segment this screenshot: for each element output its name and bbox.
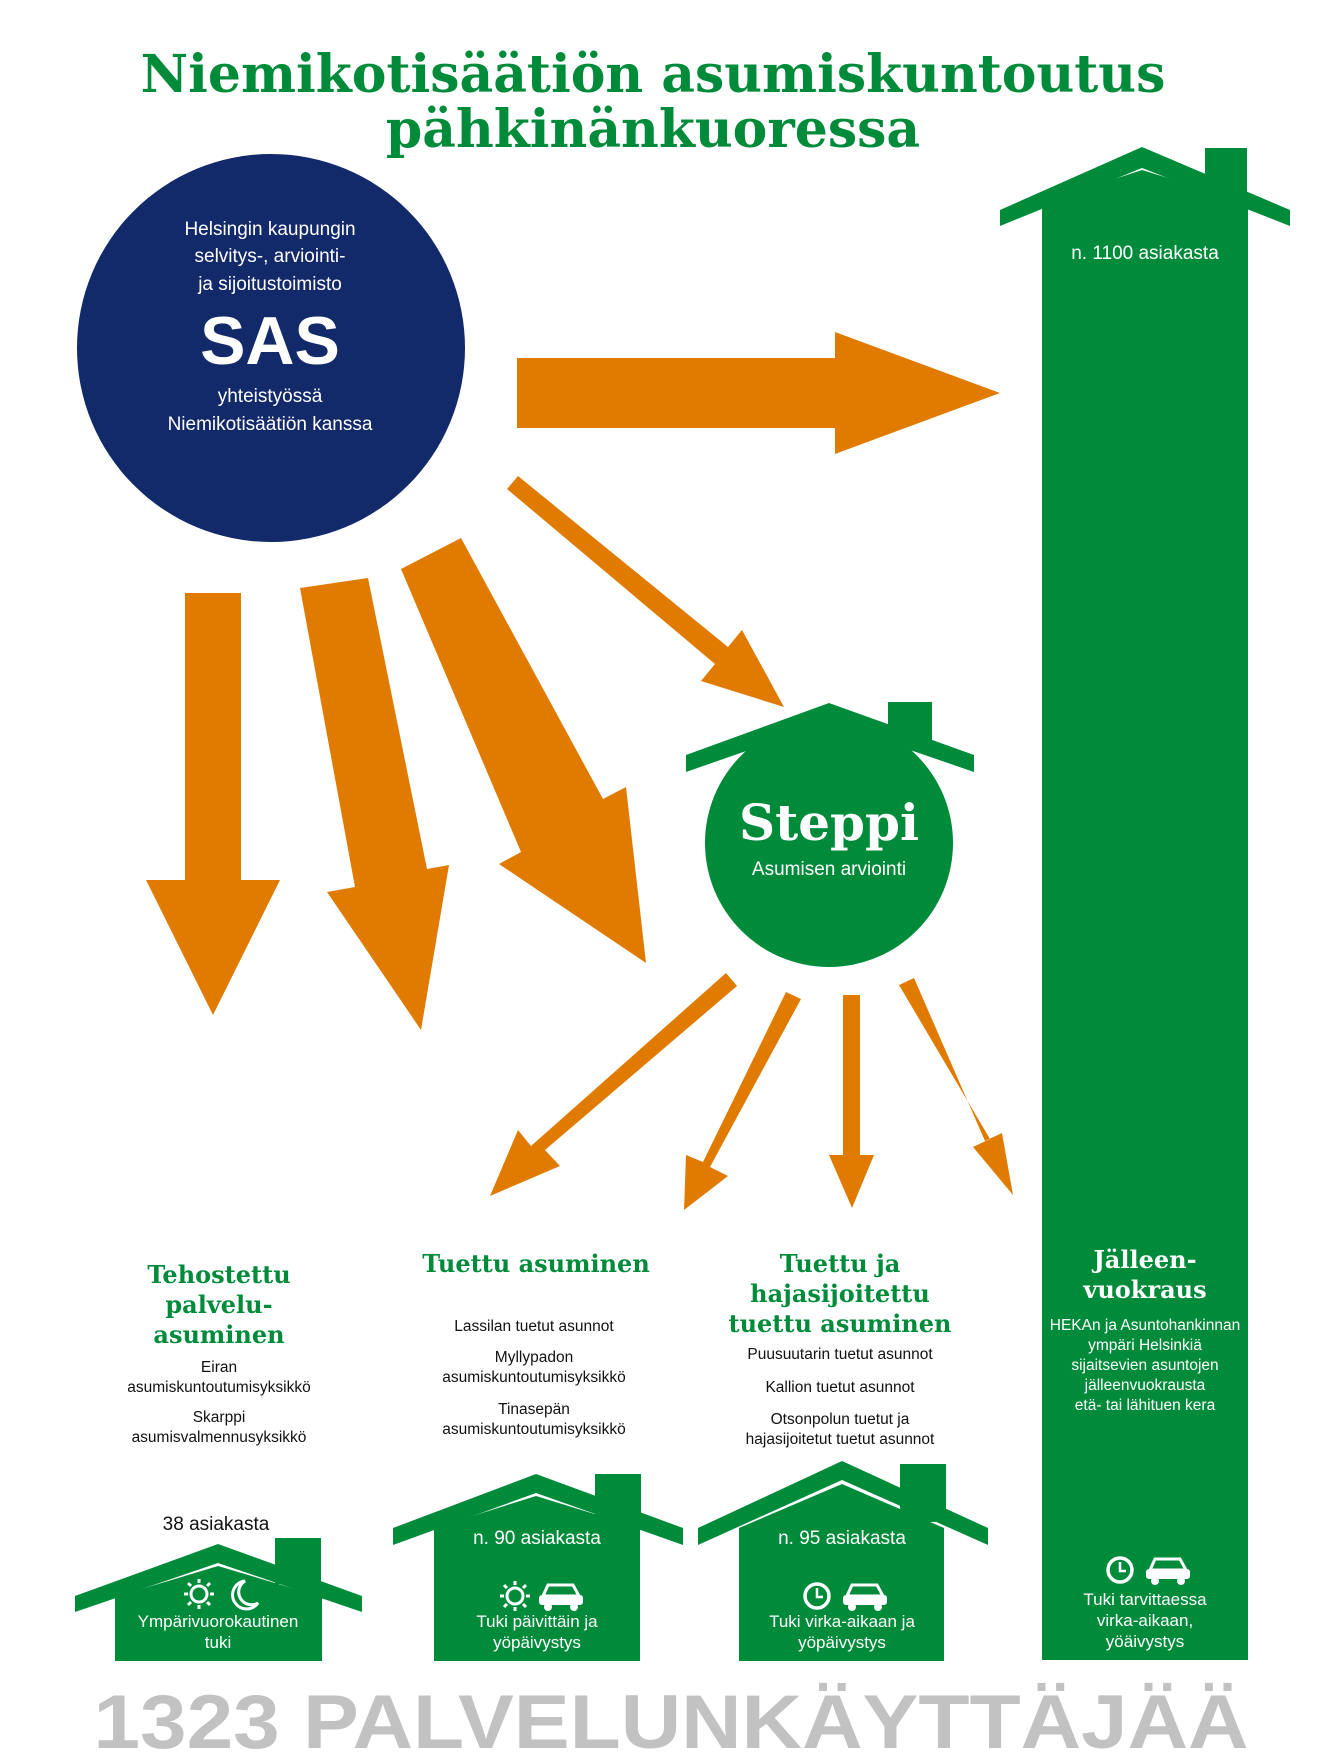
clock-icon	[803, 1582, 831, 1610]
hajasijoitettu-unit-3a: Otsonpolun tuetut ja	[771, 1411, 910, 1428]
jalleenvuokraus-title-1: Jälleen-	[1091, 1245, 1196, 1274]
arrow-sas-to-steppi	[507, 476, 784, 707]
tehostettu-unit-1b: asumiskuntoutumisyksikkö	[127, 1379, 310, 1396]
tehostettu-support-1: Ympärivuorokautinen	[138, 1612, 299, 1631]
sas-line-5: Niemikotisäätiön kanssa	[168, 414, 373, 435]
sas-line-3: ja sijoitustoimisto	[197, 274, 342, 295]
hajasijoitettu-roof	[698, 1461, 988, 1545]
tuettu-support-2: yöpäivystys	[493, 1633, 581, 1652]
tuettu-unit-2a: Myllypadon	[495, 1349, 573, 1366]
jalleenvuokraus-desc-2: ympäri Helsinkiä	[1088, 1337, 1202, 1354]
tehostettu-title-3: asuminen	[153, 1320, 284, 1349]
tuettu-house-body	[434, 1496, 640, 1661]
tehostettu-unit-2b: asumisvalmennusyksikkö	[132, 1429, 307, 1446]
title-line-2: pähkinänkuoressa	[386, 99, 920, 160]
hajasijoitettu-unit-3b: hajasijoitetut tuetut asunnot	[746, 1431, 935, 1448]
tall-roof	[1000, 147, 1290, 226]
clock-icon	[1106, 1556, 1134, 1584]
arrow-sas-to-tuettu	[300, 578, 449, 1030]
steppi-arrows	[490, 973, 1013, 1210]
jalleenvuokraus-desc-4: jälleenvuokrausta	[1084, 1377, 1206, 1394]
jalleenvuokraus-title-2: vuokraus	[1082, 1275, 1206, 1304]
total-users: 1323 PALVELUNKÄYTTÄJÄÄ	[94, 1680, 1249, 1760]
jalleenvuokraus-desc-3: sijaitsevien asuntojen	[1071, 1357, 1218, 1374]
sas-line-4: yhteistyössä	[218, 386, 323, 407]
tehostettu-title-2: palvelu-	[165, 1290, 272, 1319]
car-icon	[1146, 1557, 1190, 1585]
sas-arrows	[146, 332, 1000, 1030]
hajasijoitettu-title-2: hajasijoitettu	[750, 1279, 930, 1308]
tehostettu-support-2: tuki	[205, 1633, 231, 1652]
jalleenvuokraus-building: n. 1100 asiakasta Jälleen- vuokraus HEKA…	[1000, 147, 1290, 1660]
jalleenvuokraus-support-3: yöäivystys	[1106, 1632, 1184, 1651]
jalleenvuokraus-desc-5: etä- tai lähituen kera	[1075, 1397, 1216, 1414]
hajasijoitettu-count: n. 95 asiakasta	[778, 1528, 906, 1549]
tuettu-unit-1: Lassilan tuetut asunnot	[454, 1318, 614, 1335]
arrow-sas-to-tuettu-hajasijoitettu	[401, 538, 646, 963]
tehostettu-house-body	[115, 1566, 322, 1661]
hajasijoitettu-unit-2: Kallion tuetut asunnot	[765, 1379, 915, 1396]
hajasijoitettu-support-1: Tuki virka-aikaan ja	[769, 1612, 915, 1631]
tuettu-unit-3a: Tinasepän	[498, 1401, 570, 1418]
tehostettu-count: 38 asiakasta	[163, 1514, 270, 1535]
jalleenvuokraus-support-1: Tuki tarvittaessa	[1083, 1590, 1207, 1609]
tuettu-unit-2b: asumiskuntoutumisyksikkö	[442, 1369, 625, 1386]
car-icon	[539, 1583, 583, 1611]
steppi-name: Steppi	[739, 793, 919, 852]
column-tehostettu: Tehostettu palvelu- asuminen Eiran asumi…	[75, 1260, 362, 1661]
tuettu-title: Tuettu asuminen	[422, 1249, 650, 1278]
column-hajasijoitettu: Tuettu ja hajasijoitettu tuettu asuminen…	[698, 1249, 988, 1661]
sas-line-2: selvitys-, arviointi-	[195, 246, 346, 267]
tehostettu-roof	[75, 1544, 362, 1612]
tehostettu-title-1: Tehostettu	[147, 1260, 290, 1289]
tuettu-support-1: Tuki päivittäin ja	[476, 1612, 598, 1631]
steppi-house: Steppi Asumisen arviointi	[686, 702, 974, 967]
tehostettu-unit-1a: Eiran	[201, 1359, 237, 1376]
tall-body	[1042, 170, 1248, 1660]
moon-icon	[231, 1579, 260, 1611]
hajasijoitettu-house-body	[739, 1484, 944, 1661]
arrow-steppi-to-hajasijoitettu-2	[829, 995, 874, 1208]
hajasijoitettu-title-3: tuettu asuminen	[729, 1309, 952, 1338]
tuettu-roof	[393, 1474, 683, 1545]
tehostettu-unit-2a: Skarppi	[193, 1409, 246, 1426]
sas-line-1: Helsingin kaupungin	[184, 219, 355, 240]
hajasijoitettu-title-1: Tuettu ja	[780, 1249, 901, 1278]
jalleenvuokraus-desc-1: HEKAn ja Asuntohankinnan	[1050, 1317, 1240, 1334]
title-line-1: Niemikotisäätiön asumiskuntoutus	[141, 44, 1166, 105]
arrow-sas-to-tehostettu	[146, 593, 280, 1015]
hajasijoitettu-support-2: yöpäivystys	[798, 1633, 886, 1652]
arrow-steppi-to-jalleenvuokraus	[899, 978, 1013, 1195]
jalleenvuokraus-count: n. 1100 asiakasta	[1071, 243, 1219, 264]
steppi-subtitle: Asumisen arviointi	[752, 859, 906, 880]
arrow-sas-to-jalleenvuokraus	[517, 332, 1000, 454]
arrow-steppi-to-tuettu	[490, 973, 737, 1196]
arrow-steppi-to-tuettu-hajasijoitettu	[684, 992, 801, 1210]
sun-icon	[500, 1581, 530, 1611]
steppi-circle	[705, 719, 953, 967]
column-tuettu: Tuettu asuminen Lassilan tuetut asunnot …	[393, 1249, 683, 1661]
hajasijoitettu-unit-1: Puusuutarin tuetut asunnot	[747, 1346, 933, 1363]
tuettu-count: n. 90 asiakasta	[473, 1528, 601, 1549]
sun-icon	[184, 1579, 214, 1609]
steppi-roof	[686, 703, 974, 772]
jalleenvuokraus-support-2: virka-aikaan,	[1097, 1611, 1193, 1630]
sas-circle: Helsingin kaupungin selvitys-, arviointi…	[77, 154, 465, 542]
tuettu-unit-3b: asumiskuntoutumisyksikkö	[442, 1421, 625, 1438]
car-icon	[843, 1583, 887, 1611]
sas-name: SAS	[200, 303, 340, 379]
